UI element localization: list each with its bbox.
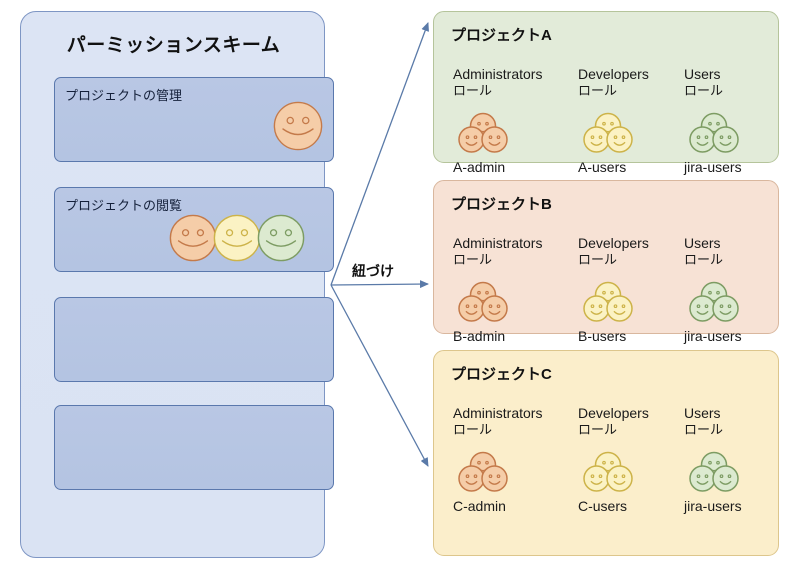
permission-box[interactable]: プロジェクトの管理 bbox=[54, 77, 334, 162]
project-title: プロジェクトC bbox=[451, 366, 552, 383]
project-title: プロジェクトB bbox=[451, 196, 552, 213]
user-group-icon bbox=[580, 281, 636, 328]
user-group-icon bbox=[455, 451, 511, 498]
role-name: Users bbox=[684, 235, 721, 251]
role-name: Developers bbox=[578, 405, 649, 421]
connector-arrow bbox=[330, 284, 429, 467]
role-suffix-label: ロール bbox=[684, 422, 724, 437]
permission-box[interactable]: プロジェクトの閲覧 bbox=[54, 187, 334, 272]
role-name: Administrators bbox=[453, 235, 543, 251]
user-group-name: C-admin bbox=[453, 498, 506, 514]
role-suffix-label: ロール bbox=[453, 422, 493, 437]
role-suffix-label: ロール bbox=[578, 83, 618, 98]
role-suffix-label: ロール bbox=[684, 83, 724, 98]
user-group-name: jira-users bbox=[684, 159, 742, 175]
user-group-name: C-users bbox=[578, 498, 628, 514]
permission-box-label: プロジェクトの管理 bbox=[65, 88, 183, 103]
role-suffix-label: ロール bbox=[578, 252, 618, 267]
user-group-name: jira-users bbox=[684, 328, 742, 344]
role-suffix-label: ロール bbox=[578, 422, 618, 437]
role-name: Administrators bbox=[453, 405, 543, 421]
smiley-face-icon bbox=[213, 214, 261, 267]
permission-scheme-panel: パーミッションスキーム プロジェクトの管理プロジェクトの閲覧 bbox=[20, 11, 334, 558]
user-group-name: B-users bbox=[578, 328, 627, 344]
smiley-face-icon bbox=[273, 101, 323, 156]
user-group-icon bbox=[686, 112, 742, 159]
user-group-icon bbox=[455, 281, 511, 328]
permission-box[interactable] bbox=[54, 405, 334, 490]
user-group-icon bbox=[580, 112, 636, 159]
user-group-icon bbox=[580, 451, 636, 498]
role-name: Users bbox=[684, 66, 721, 82]
role-name: Developers bbox=[578, 66, 649, 82]
connector-arrow bbox=[330, 280, 429, 289]
role-suffix-label: ロール bbox=[684, 252, 724, 267]
connector-label: 紐づけ bbox=[352, 263, 394, 279]
user-group-icon bbox=[686, 281, 742, 328]
role-name: Developers bbox=[578, 235, 649, 251]
connector-arrow bbox=[330, 22, 429, 286]
role-name: Administrators bbox=[453, 66, 543, 82]
user-group-icon bbox=[455, 112, 511, 159]
project-title: プロジェクトA bbox=[451, 27, 552, 44]
permission-box[interactable] bbox=[54, 297, 334, 382]
user-group-icon bbox=[686, 451, 742, 498]
user-group-name: A-users bbox=[578, 159, 627, 175]
permission-box-label: プロジェクトの閲覧 bbox=[65, 198, 183, 213]
user-group-name: A-admin bbox=[453, 159, 506, 175]
role-name: Users bbox=[684, 405, 721, 421]
smiley-face-icon bbox=[257, 214, 305, 267]
user-group-name: jira-users bbox=[684, 498, 742, 514]
user-group-name: B-admin bbox=[453, 328, 506, 344]
role-suffix-label: ロール bbox=[453, 252, 493, 267]
smiley-face-icon bbox=[169, 214, 217, 267]
permission-scheme-title: パーミッションスキーム bbox=[66, 35, 281, 56]
role-suffix-label: ロール bbox=[453, 83, 493, 98]
